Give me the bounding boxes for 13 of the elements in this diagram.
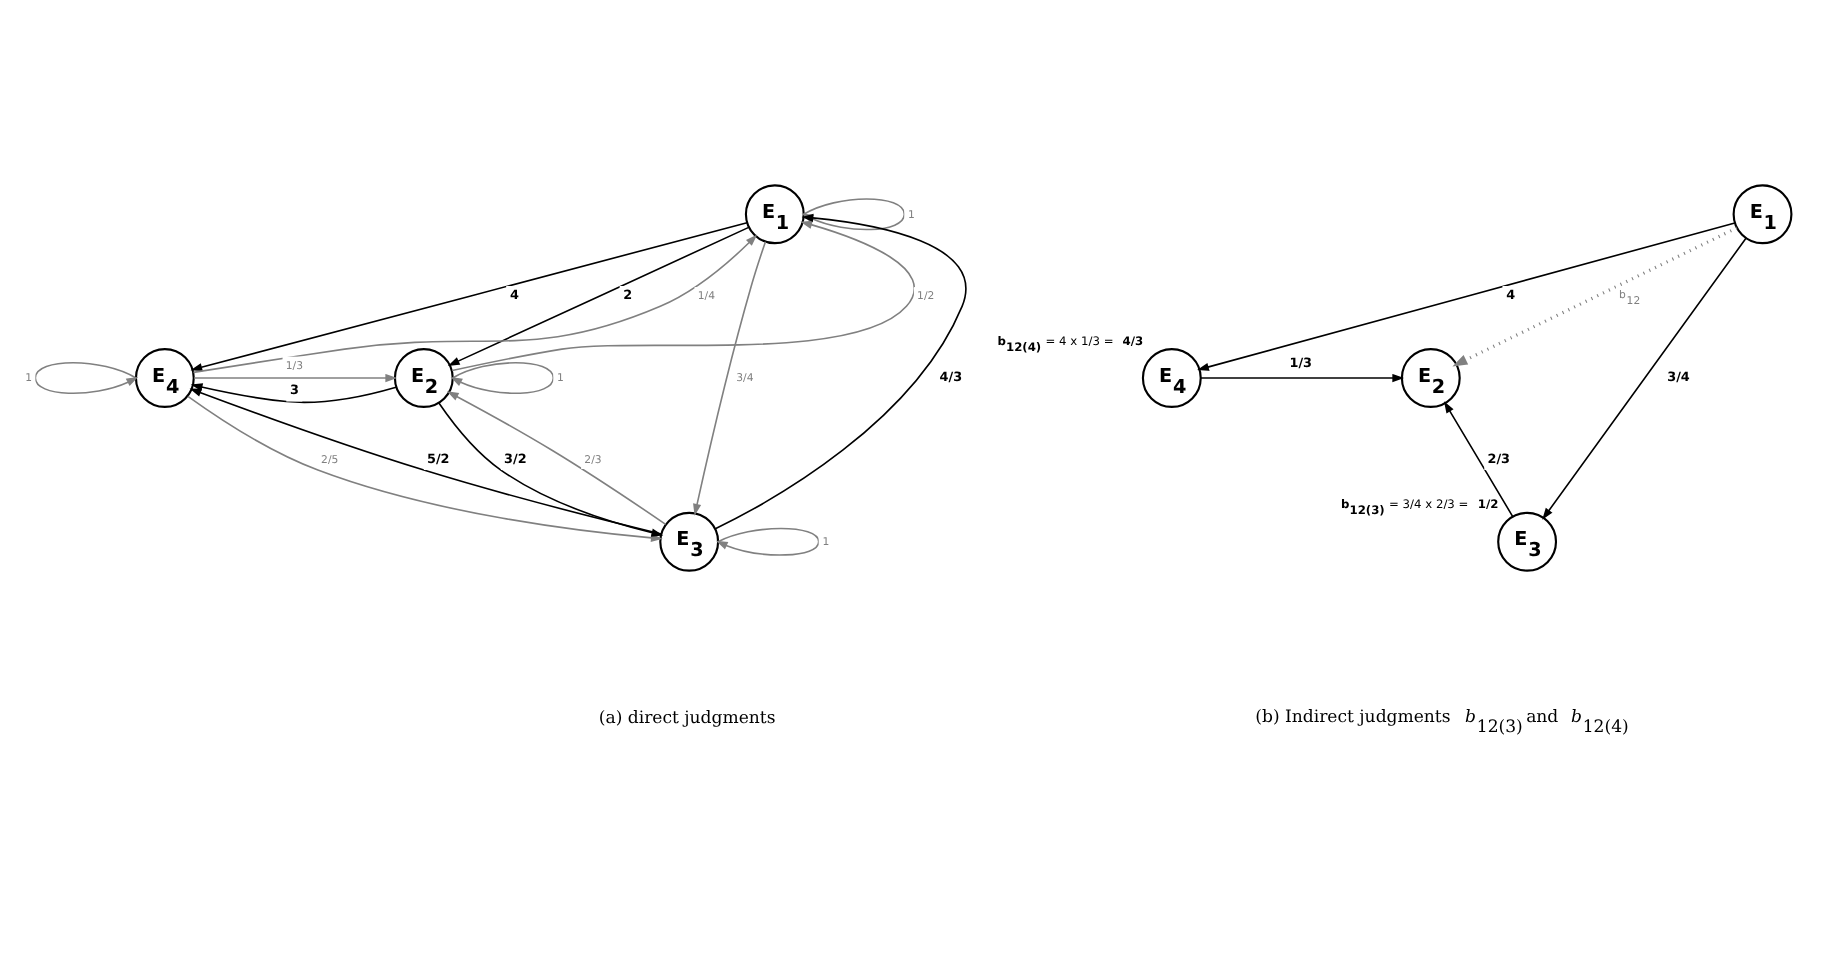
arrow [1197, 222, 1736, 371]
arrow [1452, 226, 1738, 367]
arrow [447, 226, 750, 366]
label: (a) direct judgments [598, 709, 776, 730]
arrow [446, 391, 667, 526]
arrow [801, 198, 906, 231]
arrow [715, 527, 820, 556]
arrow [1542, 237, 1747, 520]
arrow [34, 361, 139, 394]
arrow [450, 361, 555, 394]
arrow [193, 373, 398, 383]
arrow [451, 220, 916, 372]
arrow [1200, 373, 1405, 383]
